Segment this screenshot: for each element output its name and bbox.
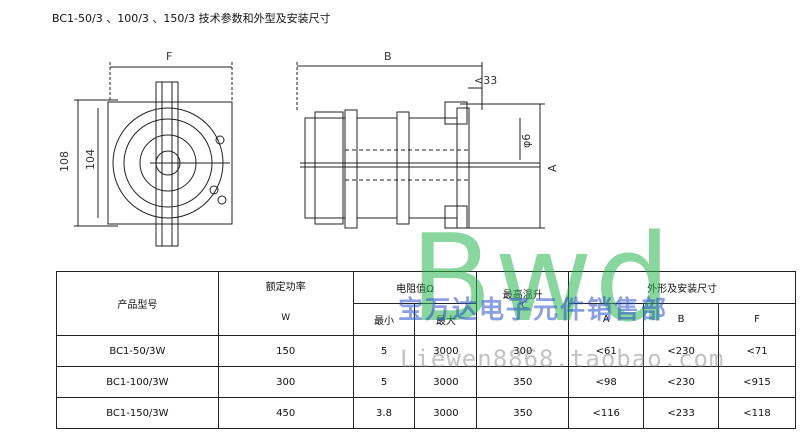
- dim-label-f: F: [166, 50, 172, 63]
- cell-min: 5: [352, 366, 416, 398]
- cell-f: <118: [718, 397, 796, 429]
- cell-max: 3000: [414, 397, 478, 429]
- cell-f: <71: [718, 335, 796, 367]
- header-power: 额定功率 W: [217, 271, 354, 336]
- cell-b: <230: [643, 335, 720, 367]
- header-temp-unit: ℃: [517, 301, 528, 311]
- cell-a: <98: [568, 366, 645, 398]
- cell-b: <233: [643, 397, 720, 429]
- cell-f: <915: [718, 366, 796, 398]
- cell-model: BC1-50/3W: [56, 335, 219, 367]
- cell-a: <116: [568, 397, 645, 429]
- header-a: A: [568, 303, 645, 336]
- header-f: F: [718, 303, 796, 336]
- spec-table: 产品型号 额定功率 W 电阻值Ω 最高温升 ℃ 外形及安装尺寸 最小 最大 A …: [56, 271, 796, 429]
- cell-min: 5: [352, 335, 416, 367]
- cell-min: 3.8: [352, 397, 416, 429]
- cell-b: <230: [643, 366, 720, 398]
- dim-label-104: 104: [84, 149, 97, 170]
- dim-label-33: <33: [474, 74, 497, 87]
- table-row: BC1-150/3W 450 3.8 3000 350 <116 <233 <1…: [56, 397, 796, 429]
- cell-temp: 300: [476, 335, 570, 367]
- header-power-label: 额定功率: [265, 282, 306, 293]
- table-row: BC1-100/3W 300 5 3000 350 <98 <230 <915: [56, 366, 796, 398]
- dim-label-b: B: [384, 50, 392, 63]
- header-model: 产品型号: [56, 271, 219, 336]
- cell-power: 450: [217, 397, 354, 429]
- cell-power: 150: [217, 335, 354, 367]
- header-resistance: 电阻值Ω: [352, 271, 478, 304]
- header-temp-label: 最高温升: [502, 290, 543, 301]
- cell-max: 3000: [414, 366, 478, 398]
- dim-label-a: A: [546, 164, 559, 172]
- dim-label-108: 108: [58, 151, 71, 172]
- technical-drawing: F 108 104 B <33 φ6 A: [58, 50, 559, 247]
- table-row: BC1-50/3W 150 5 3000 300 <61 <230 <71: [56, 335, 796, 367]
- cell-a: <61: [568, 335, 645, 367]
- header-max: 最大: [414, 303, 478, 336]
- cell-temp: 350: [476, 397, 570, 429]
- cell-temp: 350: [476, 366, 570, 398]
- header-temp: 最高温升 ℃: [476, 271, 570, 336]
- header-dims: 外形及安装尺寸: [568, 271, 796, 304]
- page-title: BC1-50/3 、100/3 、150/3 技术参数和外型及安装尺寸: [52, 12, 331, 25]
- side-view: [296, 62, 545, 229]
- header-min: 最小: [352, 303, 416, 336]
- header-b: B: [643, 303, 720, 336]
- header-power-unit: W: [281, 313, 291, 323]
- front-view: [74, 62, 233, 247]
- cell-power: 300: [217, 366, 354, 398]
- cell-max: 3000: [414, 335, 478, 367]
- cell-model: BC1-100/3W: [56, 366, 219, 398]
- dim-label-phi6: φ6: [520, 134, 533, 148]
- cell-model: BC1-150/3W: [56, 397, 219, 429]
